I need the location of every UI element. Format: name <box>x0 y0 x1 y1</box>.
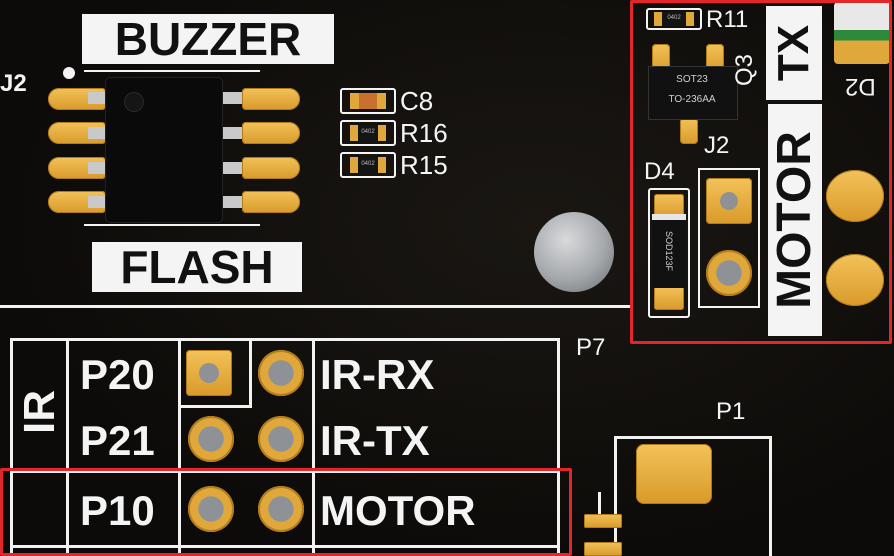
grid-right <box>557 338 560 556</box>
ir-tx-label: IR-TX <box>320 417 430 464</box>
d2-led <box>834 2 890 64</box>
chip-pin-l3 <box>88 162 108 174</box>
chip-pin-l2 <box>88 127 108 139</box>
p21-label: P21 <box>80 417 155 464</box>
r16-resistor <box>350 125 386 141</box>
small-pad-silk <box>598 492 601 514</box>
j2-pin-2 <box>706 250 752 296</box>
motor-tx-highlight-box <box>630 0 892 344</box>
p7-label: P7 <box>576 334 606 361</box>
r11-resistor <box>654 12 694 26</box>
r15-outline <box>340 152 396 178</box>
r15-resistor <box>350 157 386 173</box>
chip-pin1-marker <box>124 92 144 112</box>
p20-pin-1-hole <box>199 363 219 383</box>
r16-outline <box>340 120 396 146</box>
j2-pin-1-hole <box>720 192 738 210</box>
r16-code: 0402 <box>361 129 375 135</box>
motor-pad-bottom <box>826 254 884 306</box>
j2-right-label: J2 <box>704 132 730 159</box>
p20-square-outline <box>178 338 252 408</box>
r15-label: R15 <box>400 150 448 180</box>
chip-pin-r3 <box>220 162 242 174</box>
d4-label: D4 <box>644 158 675 185</box>
small-smd-pad <box>584 514 622 528</box>
board-divider-line <box>0 305 630 308</box>
soic-pad-5 <box>242 191 300 213</box>
soic-pad-8 <box>242 88 300 110</box>
p10-motor-highlight-box <box>0 468 572 556</box>
grid-left <box>10 338 13 556</box>
chip-pin-r4 <box>220 196 242 208</box>
mounting-hole <box>534 212 614 292</box>
d4-outline <box>648 188 690 318</box>
pin1-dot <box>63 67 75 79</box>
p1-outline <box>614 436 772 556</box>
d4-pad-bottom <box>654 286 684 310</box>
j2-right-outline <box>698 168 760 308</box>
grid-row-ir-bottom <box>10 470 560 473</box>
soic-outline <box>84 70 260 226</box>
buzzer-label: BUZZER <box>82 14 334 64</box>
chip-pin-r1 <box>220 92 242 104</box>
chip-pin-r2 <box>220 127 242 139</box>
grid-col-3 <box>312 338 315 556</box>
c8-label: C8 <box>400 86 434 116</box>
p20-label: P20 <box>80 351 155 398</box>
flash-label: FLASH <box>92 242 302 292</box>
ir-rx-label: IR-RX <box>320 351 435 398</box>
soic-pad-7 <box>242 122 300 144</box>
q3-pad-1 <box>652 44 670 72</box>
p1-label: P1 <box>716 398 746 425</box>
p1-pad <box>636 444 712 504</box>
p20-pin-2 <box>258 350 304 396</box>
tx-label-box: TX <box>766 6 822 100</box>
chip-pin-l4 <box>88 196 108 208</box>
r11-label: R11 <box>706 6 749 33</box>
d4-body <box>652 214 686 288</box>
c8-capacitor <box>350 93 386 109</box>
q3-body <box>648 66 738 120</box>
grid-col-1 <box>66 338 69 556</box>
r11-outline <box>646 8 702 30</box>
soic-pad-6 <box>242 157 300 179</box>
r15-code: 0402 <box>361 161 375 167</box>
p21-pin-2 <box>258 416 304 462</box>
q3-sot23-label: SOT23 <box>676 74 708 85</box>
ir-label: IR <box>15 390 64 434</box>
p10-pin-1 <box>188 486 234 532</box>
q3-pad-3 <box>680 118 698 144</box>
grid-row-bottom <box>10 545 560 548</box>
c8-outline <box>340 88 396 114</box>
q3-to236aa-label: TO-236AA <box>668 94 716 105</box>
motor-pad-top <box>826 170 884 222</box>
p10-label: P10 <box>80 487 155 534</box>
ir-label-wrap: IR <box>14 360 66 464</box>
grid-col-2 <box>178 338 181 556</box>
r11-code: 0402 <box>667 15 681 21</box>
motor-label: MOTOR <box>320 487 476 534</box>
p21-pin-1 <box>188 416 234 462</box>
r16-label: R16 <box>400 118 448 148</box>
j2-left-label: J2 <box>0 70 27 97</box>
p10-pin-2 <box>258 486 304 532</box>
small-smd-pad-2 <box>584 542 622 556</box>
chip-pin-l1 <box>88 92 108 104</box>
motor-vertical-box: MOTOR <box>768 104 822 336</box>
grid-top <box>10 338 560 341</box>
q3-pad-2 <box>706 44 724 72</box>
